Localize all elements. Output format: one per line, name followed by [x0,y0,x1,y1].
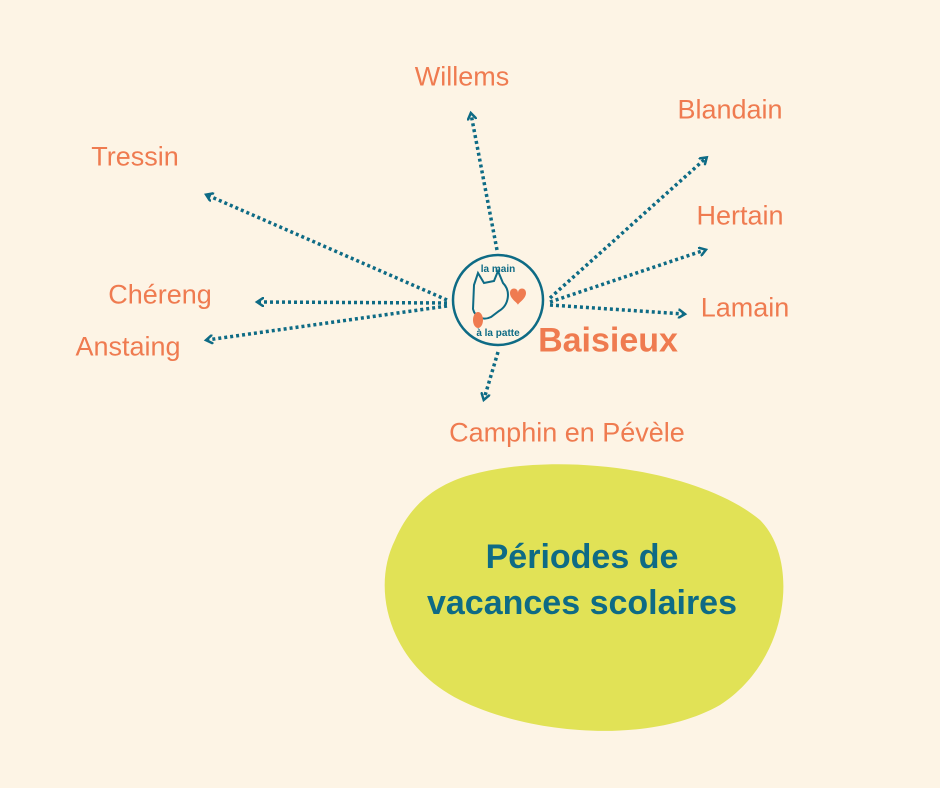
arrow-camphin [484,351,500,399]
town-label-willems: Willems [414,61,510,92]
blob-shape [384,464,784,731]
town-label-blandain: Blandain [677,94,783,125]
town-label-anstaing: Anstaing [75,331,181,362]
arrow-lamain [549,303,684,314]
arrow-blandain [548,158,706,300]
arrow-anstaing [207,304,448,340]
svg-text:à la patte: à la patte [476,328,520,339]
title-line-1: Périodes de [485,538,679,576]
town-label-hertain: Hertain [696,200,784,231]
arrow-chereng [258,302,448,303]
town-label-tressin: Tressin [91,141,179,172]
blob-title: Périodes de vacances scolaires [427,534,737,626]
town-label-lamain: Lamain [700,292,790,323]
center-label: Baisieux [538,321,678,360]
logo: la main à la patte [451,253,545,347]
town-label-chereng: Chéreng [108,279,212,310]
title-line-2: vacances scolaires [426,584,738,622]
arrow-willems [471,114,499,251]
arrow-tressin [207,195,448,302]
svg-text:la main: la main [481,264,515,275]
town-label-camphin: Camphin en Pévèle [449,417,685,448]
